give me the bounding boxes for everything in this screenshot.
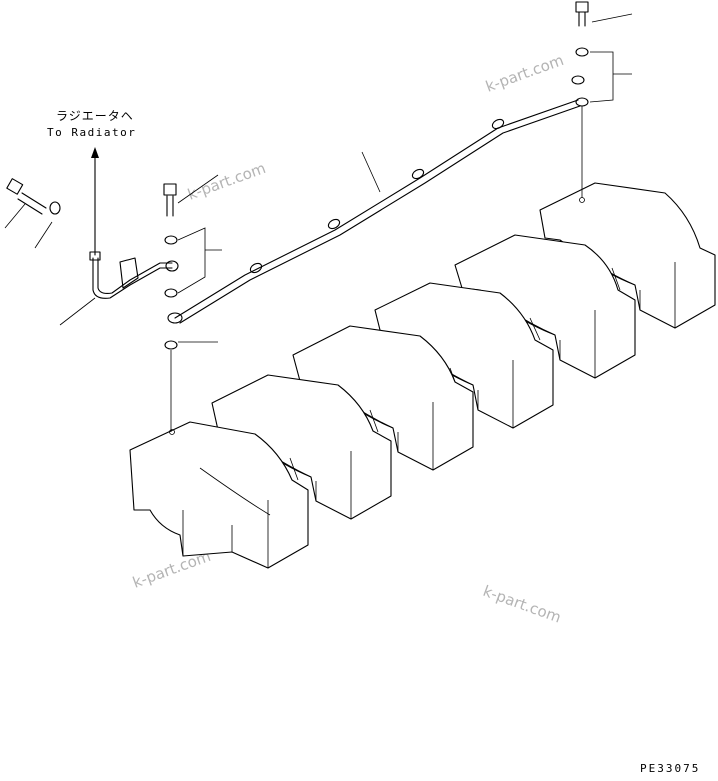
- watermark: k-part.com: [185, 159, 268, 204]
- washer: [164, 288, 178, 298]
- watermark: k-part.com: [481, 582, 564, 627]
- bolt: [6, 178, 47, 215]
- washer: [575, 47, 589, 57]
- washer: [49, 201, 61, 215]
- bolt: [163, 183, 177, 217]
- radiator-hose: [89, 251, 179, 299]
- fuel-return-pipe: [167, 75, 585, 324]
- washer: [575, 97, 589, 107]
- bolt-hole: [579, 197, 585, 203]
- direction-label-jp: ラジエータヘ: [56, 109, 134, 123]
- washer: [164, 340, 178, 350]
- bolt: [575, 1, 589, 27]
- drawing-code: PE33075: [640, 762, 700, 775]
- direction-label-en: To Radiator: [47, 126, 136, 139]
- cylinder-head-block: [129, 421, 309, 569]
- washer: [164, 235, 178, 245]
- direction-arrow: [91, 147, 99, 256]
- leader-lines: [4, 13, 633, 343]
- watermark: k-part.com: [483, 51, 566, 96]
